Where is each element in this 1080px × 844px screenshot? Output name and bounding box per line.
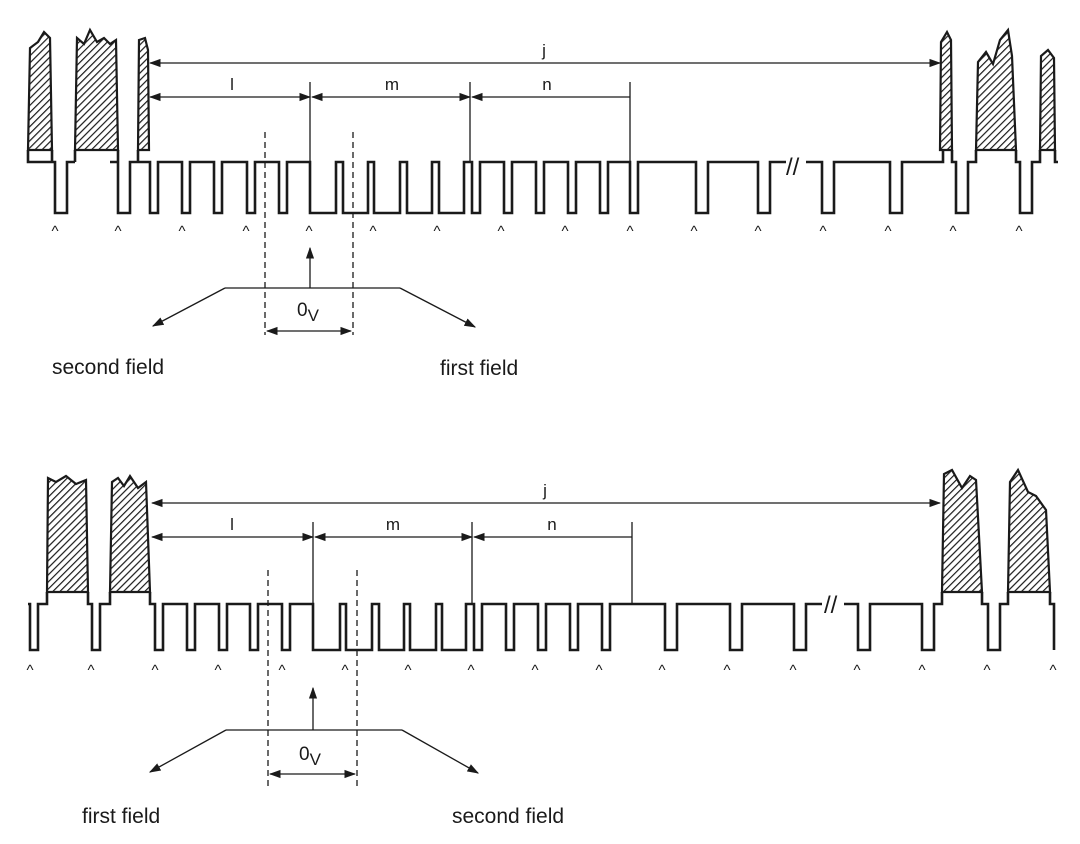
line-sync-caret: ^ [242, 223, 249, 240]
line-sync-caret: ^ [278, 662, 285, 679]
line-sync-caret: ^ [531, 662, 538, 679]
line-sync-caret: ^ [983, 662, 990, 679]
line-sync-caret: ^ [467, 662, 474, 679]
left-field-label: second field [52, 356, 164, 379]
line-sync-caret: ^ [1015, 223, 1022, 240]
video-signal-block [136, 36, 151, 152]
video-signal-block [1006, 467, 1052, 594]
bottom-diagram: // j l m n ^ ^ ^ ^ ^ ^ ^ ^ ^ ^ ^ ^ ^ ^ ^ ^ ^ 0V first fi… [26, 467, 1057, 828]
video-signal-block [26, 30, 54, 152]
line-sync-caret: ^ [305, 223, 312, 240]
break-mark: // [786, 154, 800, 181]
dimension-label-m: m [385, 75, 399, 94]
video-signal-block [938, 29, 954, 152]
line-sync-caret: ^ [853, 662, 860, 679]
sync-waveform [26, 150, 1058, 215]
dimension-label-j: j [542, 481, 547, 500]
top-diagram: // j l m n ^ ^ ^ ^ ^ ^ ^ ^ ^ ^ ^ ^ ^ ^ ^ ^ 0V second fi… [26, 27, 1058, 380]
left-field-arrow [151, 287, 226, 327]
video-signal-block [108, 473, 152, 594]
video-signal-block [45, 474, 90, 594]
line-sync-caret: ^ [341, 662, 348, 679]
line-sync-caret: ^ [789, 662, 796, 679]
dimension-label-m: m [386, 515, 400, 534]
line-sync-caret: ^ [433, 223, 440, 240]
line-sync-caret: ^ [690, 223, 697, 240]
line-sync-caret: ^ [754, 223, 761, 240]
dimension-label-j: j [541, 41, 546, 60]
line-sync-caret: ^ [626, 223, 633, 240]
line-sync-caret: ^ [723, 662, 730, 679]
video-signal-block [940, 468, 984, 594]
line-sync-caret: ^ [404, 662, 411, 679]
line-sync-caret: ^ [561, 223, 568, 240]
line-sync-caret: ^ [658, 662, 665, 679]
video-signal-block [974, 27, 1018, 152]
left-field-label: first field [82, 805, 160, 828]
caret-row: ^ ^ ^ ^ ^ ^ ^ ^ ^ ^ ^ ^ ^ ^ ^ ^ ^ [26, 662, 1056, 679]
sync-waveform [28, 592, 1056, 652]
dimension-label-n: n [542, 75, 551, 94]
line-sync-caret: ^ [595, 662, 602, 679]
right-field-arrow [399, 287, 477, 328]
line-sync-caret: ^ [114, 223, 121, 240]
line-sync-caret: ^ [214, 662, 221, 679]
line-sync-caret: ^ [26, 662, 33, 679]
dimension-label-ov: 0V [299, 744, 322, 769]
left-field-arrow [148, 729, 227, 773]
line-sync-caret: ^ [51, 223, 58, 240]
line-sync-caret: ^ [369, 223, 376, 240]
dimension-label-l: l [230, 75, 234, 94]
line-sync-caret: ^ [1049, 662, 1056, 679]
caret-row: ^ ^ ^ ^ ^ ^ ^ ^ ^ ^ ^ ^ ^ ^ ^ ^ [51, 223, 1022, 240]
right-field-arrow [401, 729, 480, 774]
line-sync-caret: ^ [949, 223, 956, 240]
line-sync-caret: ^ [819, 223, 826, 240]
line-sync-caret: ^ [151, 662, 158, 679]
line-sync-caret: ^ [87, 662, 94, 679]
line-sync-caret: ^ [178, 223, 185, 240]
dimension-label-n: n [547, 515, 556, 534]
line-sync-caret: ^ [497, 223, 504, 240]
video-signal-block [73, 27, 120, 152]
dimension-label-ov: 0V [297, 300, 320, 325]
line-sync-caret: ^ [884, 223, 891, 240]
right-field-label: first field [440, 357, 518, 380]
break-mark: // [824, 592, 838, 619]
right-field-label: second field [452, 805, 564, 828]
line-sync-caret: ^ [918, 662, 925, 679]
video-signal-block [1038, 48, 1057, 152]
dimension-label-l: l [230, 515, 234, 534]
